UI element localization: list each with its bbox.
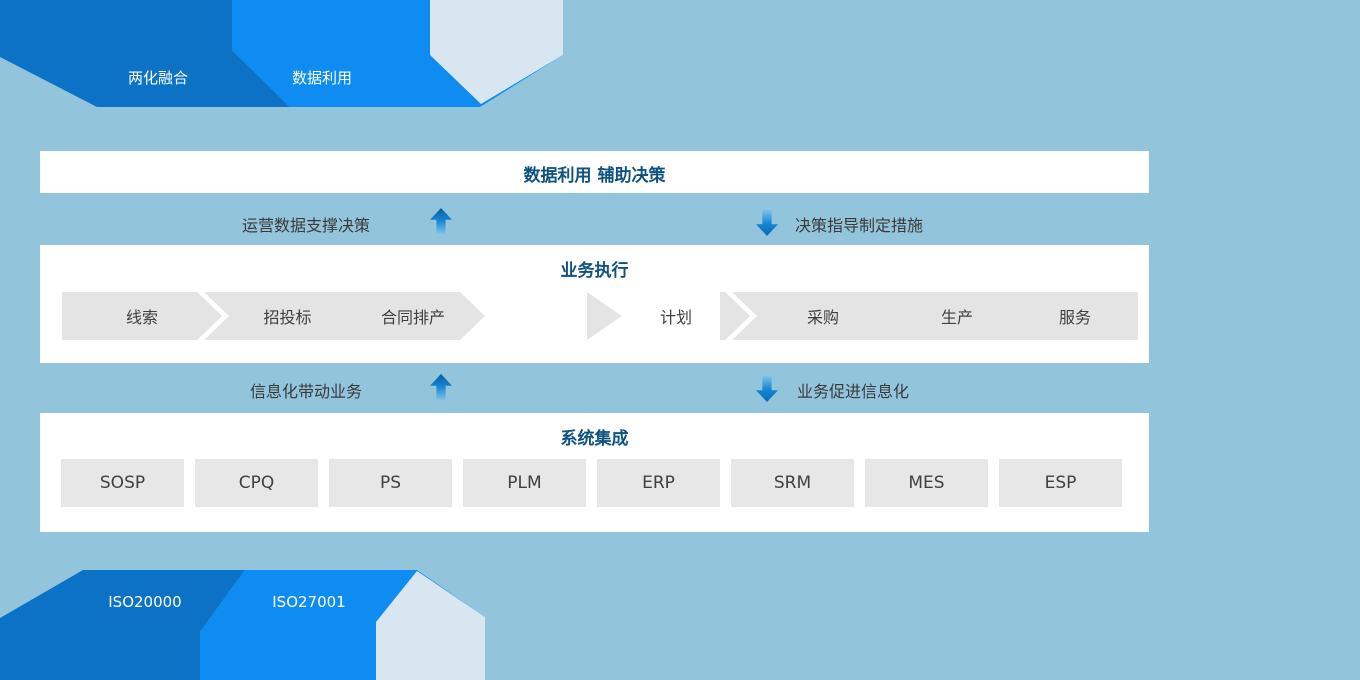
execution-band-title: 业务执行 (560, 261, 629, 281)
down-arrow-icon (756, 208, 778, 236)
system-box: SRM (731, 459, 854, 507)
chevron-segment-label: 招投标 (263, 308, 312, 327)
system-box: CPQ (195, 459, 318, 507)
flow-bottom-right-text: 业务促进信息化 (797, 382, 910, 401)
system-box: ESP (999, 459, 1122, 507)
flow-top-left-text: 运营数据支撑决策 (242, 216, 371, 235)
chevron-segment-label: 生产 (940, 308, 973, 327)
system-box: MES (865, 459, 988, 507)
system-box: PLM (463, 459, 586, 507)
chevron-segment-label: 线索 (125, 308, 158, 327)
tab-iso20000[interactable]: ISO20000 (108, 593, 182, 611)
execution-band: 业务执行 线索 招投标 合同排产 计划 采购 生产 服务 (40, 245, 1149, 363)
top-banner-light-pentagon (430, 0, 563, 104)
decision-band: 数据利用 辅助决策 (40, 151, 1149, 193)
system-box: ERP (597, 459, 720, 507)
tab-lianghua-ronghe[interactable]: 两化融合 (127, 69, 189, 87)
flow-arrow-icon (587, 292, 622, 340)
flow-top-right-text: 决策指导制定措施 (795, 216, 924, 235)
system-box: SOSP (61, 459, 184, 507)
chevron-segment-label: 服务 (1058, 308, 1091, 327)
chevron-segment: 采购 (732, 292, 902, 340)
integration-band-title: 系统集成 (560, 429, 629, 449)
top-banner-ribbon (0, 0, 563, 107)
step-plan: 计划 (659, 308, 692, 327)
bottom-banner-light-pentagon (376, 571, 485, 680)
chevron-segment: 生产 (872, 292, 1030, 340)
chevron-segment-label: 采购 (806, 308, 839, 327)
down-arrow-icon (756, 374, 778, 402)
system-box: PS (329, 459, 452, 507)
decision-band-title: 数据利用 辅助决策 (523, 166, 666, 186)
flow-bottom-left-text: 信息化带动业务 (250, 382, 363, 401)
bottom-banner-dark-shape[interactable] (0, 570, 245, 680)
chevron-segment: 招投标 (204, 292, 359, 340)
bottom-banner-ribbon (0, 570, 485, 680)
up-arrow-icon (430, 374, 452, 402)
tab-iso27001[interactable]: ISO27001 (272, 593, 346, 611)
up-arrow-icon (430, 208, 452, 236)
chevron-segment: 合同排产 (329, 292, 485, 340)
chevron-segment: 线索 (62, 292, 222, 340)
tab-shuju-liyong[interactable]: 数据利用 (291, 69, 353, 87)
top-banner-dark-shape[interactable] (0, 0, 290, 107)
chevron-segment-label: 合同排产 (380, 308, 445, 327)
